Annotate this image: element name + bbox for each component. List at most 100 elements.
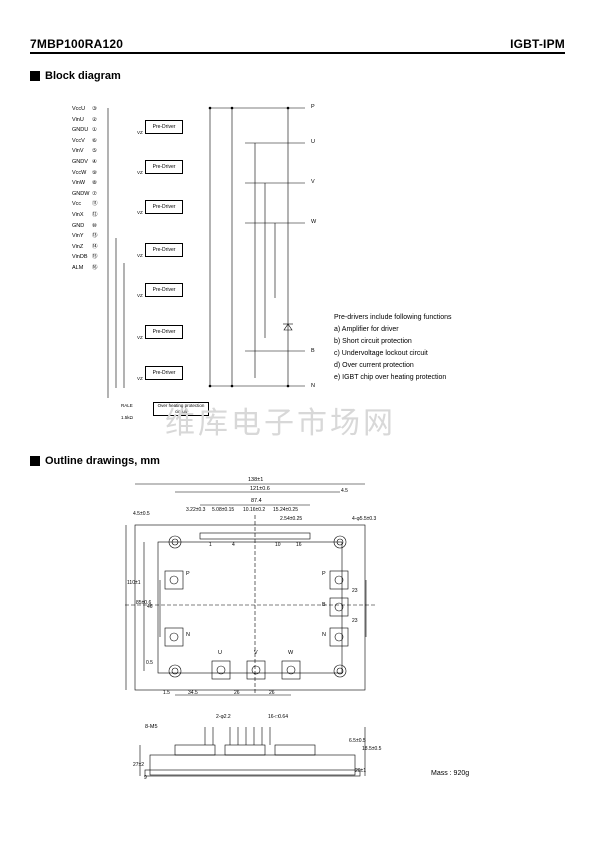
pin-right-u: U	[311, 139, 315, 145]
pin-left-number: ⑨	[92, 169, 97, 176]
pin-left-label: VinU	[72, 116, 84, 123]
terminal-label: W	[288, 650, 294, 656]
pin-left-number: ⑥	[92, 137, 97, 144]
header-rule	[30, 52, 565, 54]
pin-right-n: N	[311, 383, 315, 389]
resistor-label: 1.5kΩ	[121, 415, 133, 420]
pins-left-list: VccU VinU GNDU VccV VinV GNDV VccW VinW …	[72, 104, 89, 274]
pin-left-label: VinW	[72, 180, 86, 187]
pin-left-number: ⑯	[92, 264, 98, 271]
dim-23b: 23	[352, 618, 358, 624]
pin-left-label: GNDV	[72, 158, 88, 165]
dim-b345: 34.5	[188, 690, 198, 696]
dim-s185: 18.5±0.5	[362, 746, 382, 752]
pin-left-number: ④	[92, 158, 97, 165]
pin-left-label: VccW	[72, 169, 87, 176]
pin-left-number: ⑬	[92, 233, 98, 240]
pin-left-label: GNDW	[72, 190, 90, 197]
dim-b26b: 26	[269, 690, 275, 696]
watermark-text: 维库电子市场网	[165, 406, 396, 441]
rale-label: RALE	[121, 403, 133, 408]
outline-side-view	[139, 727, 366, 777]
note-item: d) Over current protection	[334, 362, 414, 369]
pin-left-label: GND	[72, 222, 85, 229]
dim-b15: 1.5	[163, 690, 170, 696]
dim-m5: 8-M5	[145, 724, 158, 730]
vz-label: VZ	[137, 170, 143, 175]
pin-label: 10	[275, 542, 281, 548]
dim-s20: 20±1	[355, 768, 367, 774]
pin-left-number: ①	[92, 127, 97, 134]
pre-driver-block: Pre-Driver	[145, 325, 183, 339]
pin-left-number: ⑦	[92, 190, 97, 197]
vz-label: VZ	[137, 130, 143, 135]
dim-b26a: 26	[234, 690, 240, 696]
pin-left-number: ⑭	[92, 243, 98, 250]
dim-p16: 16-□0.64	[268, 714, 288, 720]
vz-label: VZ	[137, 376, 143, 381]
dim-05: 0.5	[146, 660, 153, 666]
block-diagram	[107, 106, 305, 398]
product-type: IGBT-IPM	[510, 37, 565, 51]
pin-label: 4	[232, 542, 235, 548]
dim-1016: 10.16±0.2	[243, 507, 266, 513]
pin-left-number: ③	[92, 106, 97, 112]
pin-right-p: P	[311, 104, 315, 110]
dim-23a: 23	[352, 588, 358, 594]
pins-left-numbers: ③ ② ① ⑥ ⑤ ④ ⑨ ⑧ ⑦ ⑪ ⑫ ⑩ ⑬ ⑭ ⑮ ⑯	[92, 104, 98, 274]
pin-left-number: ⑩	[92, 222, 97, 229]
dim-mount-pitch: 121±0.6	[250, 486, 270, 492]
dim-s27: 27±2	[133, 762, 145, 768]
terminal-label: U	[218, 650, 222, 656]
pin-left-label: VinX	[72, 211, 84, 218]
pre-driver-block: Pre-Driver	[145, 120, 183, 134]
dim-overall-width: 138±1	[248, 477, 264, 483]
pin-left-label: Vcc	[72, 201, 82, 208]
notes-title: Pre-drivers include following functions	[334, 314, 452, 321]
pre-driver-block: Pre-Driver	[145, 366, 183, 380]
note-item: b) Short circuit protection	[334, 338, 412, 345]
dim-pin-span: 87.4	[251, 498, 262, 504]
pin-left-label: GNDU	[72, 127, 89, 134]
block-diagram-title: Block diagram	[45, 70, 121, 82]
outline-top-view	[125, 483, 375, 696]
part-number: 7MBP100RA120	[30, 37, 124, 51]
terminal-label: N	[186, 632, 190, 638]
vz-label: VZ	[137, 335, 143, 340]
pin-left-label: VinZ	[72, 243, 84, 250]
dim-s9: 9	[144, 775, 147, 781]
pin-right-b: B	[311, 348, 315, 354]
terminal-label: B	[322, 602, 326, 608]
dim-hole: 4-φ5.5±0.3	[352, 516, 377, 522]
pin-left-number: ⑤	[92, 148, 97, 155]
pre-driver-block: Pre-Driver	[145, 243, 183, 257]
pin-left-label: ALM	[72, 264, 84, 271]
note-item: e) IGBT chip over heating protection	[334, 374, 447, 381]
terminal-label: V	[254, 650, 258, 656]
over-heating-block: Over heating protection circuit	[153, 402, 209, 416]
pin-left-label: VinV	[72, 148, 84, 155]
dim-s65: 6.5±0.5	[349, 738, 366, 744]
vz-label: VZ	[137, 210, 143, 215]
terminal-label: N	[322, 632, 326, 638]
dim-85: 85±0.6	[136, 600, 152, 606]
pre-driver-block: Pre-Driver	[145, 283, 183, 297]
terminal-label: P	[322, 571, 326, 577]
pre-driver-block: Pre-Driver	[145, 200, 183, 214]
dim-height: 110±1	[127, 580, 141, 586]
vz-label: VZ	[137, 293, 143, 298]
section-bullet-block-diagram	[30, 71, 40, 81]
mass-label: Mass : 920g	[431, 770, 470, 777]
pin-right-v: V	[311, 179, 315, 185]
dim-p22: 2-φ2.2	[216, 714, 231, 720]
pre-driver-block: Pre-Driver	[145, 160, 183, 174]
outline-title: Outline drawings, mm	[45, 455, 160, 467]
pin-left-label: VccU	[72, 106, 86, 112]
dim-45b: 4.5±0.5	[133, 511, 150, 517]
pin-left-label: VinY	[72, 233, 84, 240]
pin-left-label: VccV	[72, 137, 85, 144]
dim-322: 3.22±0.3	[186, 507, 206, 513]
dim-254: 2.54±0.25	[280, 516, 303, 522]
dim-46: 46	[147, 604, 153, 610]
pin-left-label: VinDB	[72, 254, 88, 261]
